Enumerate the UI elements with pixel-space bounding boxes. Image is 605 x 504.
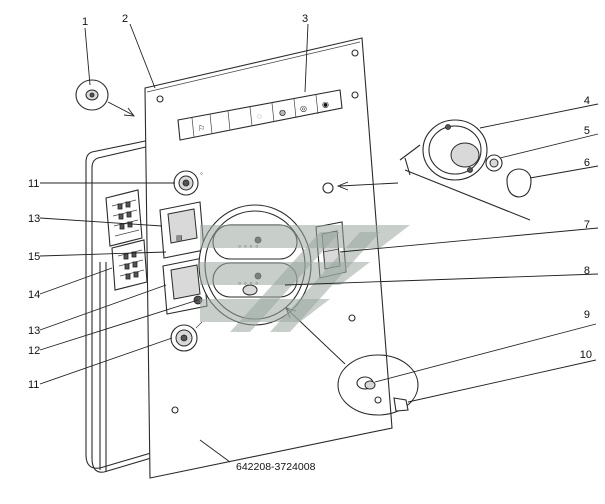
- svg-text:▤: ▤: [176, 235, 183, 242]
- connector-block-upper: [105, 189, 143, 247]
- svg-text:◦: ◦: [200, 169, 203, 178]
- callout-leaders: [39, 23, 599, 463]
- callout-label: 13: [28, 325, 40, 337]
- callout-label: 8: [584, 265, 590, 277]
- harness-part-number: 642208-3724008: [236, 461, 316, 473]
- panel-screw-hole: [351, 91, 359, 99]
- callout-label: 10: [580, 349, 592, 361]
- panel-screw-hole: [351, 49, 359, 57]
- callout-label: 15: [28, 251, 40, 263]
- panel-blank-hole: [322, 182, 334, 194]
- detached-ignition-assembly: [336, 119, 532, 221]
- callout-label: 13: [28, 213, 40, 225]
- callout-label: 1: [82, 16, 88, 28]
- panel-screw-hole: [156, 95, 164, 103]
- panel-screw-hole: [171, 406, 179, 414]
- rocker-switch-upper: ▤: [159, 201, 205, 259]
- callout-label: 4: [584, 95, 590, 107]
- svg-text:⚐: ⚐: [198, 124, 205, 133]
- toggle-switch-lower: [170, 321, 203, 352]
- svg-text:◍: ◍: [279, 108, 286, 117]
- callout-label: 12: [28, 345, 40, 357]
- svg-text:◎: ◎: [300, 104, 307, 113]
- svg-text:◉: ◉: [322, 100, 329, 109]
- rocker-switch-lower: [162, 257, 208, 315]
- panel-screw-hole: [374, 396, 382, 404]
- callout-label: 3: [302, 13, 308, 25]
- callout-label: 9: [584, 309, 590, 321]
- connector-block-lower: [111, 239, 148, 291]
- panel-screw-hole: [348, 314, 356, 322]
- callout-label: 7: [584, 219, 590, 231]
- detached-knob: [75, 79, 135, 117]
- watermark-logo: [200, 225, 410, 332]
- callout-label: 11: [28, 379, 39, 391]
- callout-label: 6: [584, 157, 590, 169]
- callout-label: 14: [28, 289, 40, 301]
- callout-label: 5: [584, 125, 590, 137]
- callout-label: 11: [28, 178, 39, 190]
- indicator-lamp-strip: ⚐ ◌ ◍ ◎ ◉: [177, 89, 343, 141]
- callout-label: 2: [122, 13, 128, 25]
- bulb-detail-circle: [285, 307, 419, 416]
- toggle-switch-upper: ◦: [173, 169, 203, 196]
- svg-text:◌: ◌: [257, 112, 262, 121]
